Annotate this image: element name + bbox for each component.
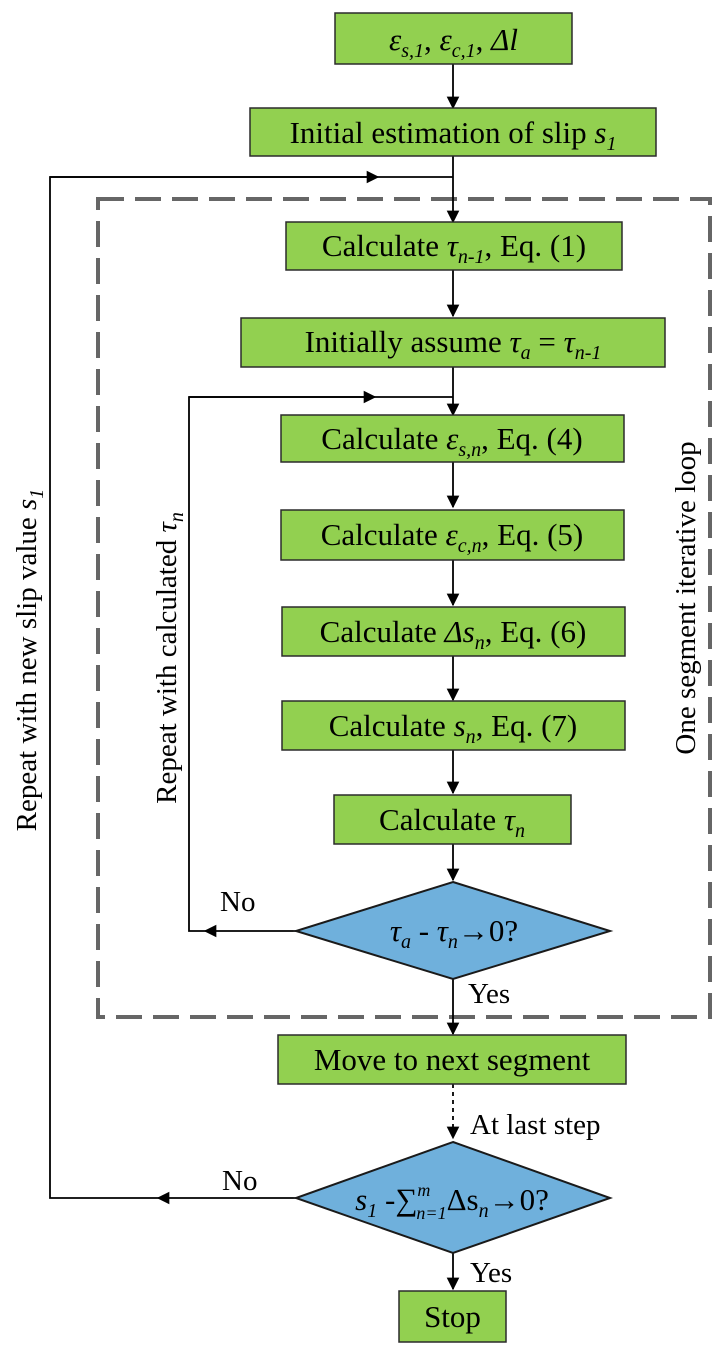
- eps-c1-sub: c,1: [452, 40, 476, 62]
- svg-text:Initial estimation of slip s1: Initial estimation of slip s1: [290, 115, 617, 155]
- calc-tau-prev-post: , Eq. (1): [485, 228, 587, 263]
- inner-loop-var: τ: [151, 521, 183, 533]
- svg-text:Calculate τn: Calculate τn: [379, 802, 525, 842]
- initial-slip-label: Initial estimation of slip: [290, 115, 595, 150]
- svg-text:Calculate εs,n, Eq. (4): Calculate εs,n, Eq. (4): [321, 421, 582, 461]
- calc-eps-s-sub: s,n: [458, 439, 481, 461]
- check-tau-mid: -: [411, 913, 437, 948]
- eps-s1-var: ε: [389, 22, 402, 57]
- check-tau-var1: τ: [390, 913, 403, 948]
- calc-tau-prev-var: τ: [447, 228, 460, 263]
- node-assume-tau: Initially assume τa = τn-1: [240, 317, 666, 368]
- calc-tau-sub: n: [515, 820, 525, 842]
- label-inner-loop: Repeat with calculated τn: [151, 512, 188, 804]
- calc-eps-s-post: , Eq. (4): [481, 421, 583, 456]
- calc-s-post: , Eq. (7): [476, 708, 578, 743]
- outer-loop-text: Repeat with new slip value: [11, 510, 43, 831]
- calc-delta-s-sub: n: [475, 632, 485, 654]
- outer-loop-sub: 1: [26, 489, 48, 499]
- assume-tau-sub1: a: [521, 342, 531, 364]
- node-next-segment: Move to next segment: [277, 1034, 627, 1085]
- label-no-outer: No: [222, 1165, 257, 1197]
- node-calc-delta-s: Calculate Δsn, Eq. (6): [281, 606, 626, 657]
- next-segment-label: Move to next segment: [314, 1042, 591, 1077]
- check-slip-sub2: n: [479, 1200, 489, 1222]
- eps-c1-var: ε: [440, 22, 453, 57]
- calc-delta-s-var: Δs: [442, 614, 474, 649]
- decision-tau-converged: τa - τn→0?: [292, 880, 614, 981]
- assume-tau-eq: =: [531, 324, 564, 359]
- stop-label: Stop: [424, 1299, 481, 1334]
- check-slip-post: →0?: [489, 1182, 549, 1217]
- inner-loop-text: Repeat with calculated: [151, 533, 183, 804]
- node-calc-eps-s: Calculate εs,n, Eq. (4): [280, 414, 625, 463]
- calc-eps-c-post: , Eq. (5): [482, 517, 584, 552]
- calc-tau-var: τ: [504, 802, 517, 837]
- calc-eps-c-pre: Calculate: [321, 517, 446, 552]
- label-yes-inner: Yes: [468, 978, 510, 1010]
- check-tau-sub1: a: [401, 931, 411, 953]
- svg-text:Calculate εc,n, Eq. (5): Calculate εc,n, Eq. (5): [321, 517, 584, 557]
- check-slip-sum: ∑: [395, 1182, 417, 1217]
- label-yes-outer: Yes: [470, 1257, 512, 1289]
- svg-text:Calculate Δsn, Eq. (6): Calculate Δsn, Eq. (6): [320, 614, 587, 654]
- segment-loop-border: [96, 197, 712, 1019]
- check-slip-mid: -: [377, 1182, 395, 1217]
- connectors: [49, 64, 460, 1291]
- initial-slip-var: s: [594, 115, 606, 150]
- node-calc-s: Calculate sn, Eq. (7): [281, 700, 626, 751]
- svg-text:Initially assume τa = τn-1: Initially assume τa = τn-1: [305, 324, 602, 364]
- svg-text:s1 -∑mn=1Δsn→0?: s1 -∑m n=1Δsn→0?: [355, 1180, 549, 1223]
- svg-text:Calculate sn, Eq. (7): Calculate sn, Eq. (7): [329, 708, 577, 748]
- calc-s-sub: n: [466, 726, 476, 748]
- calc-eps-c-sub: c,n: [458, 535, 482, 557]
- delta-l: Δl: [489, 22, 518, 57]
- check-slip-sum-sub: n=1: [416, 1203, 446, 1223]
- node-calc-eps-c: Calculate εc,n, Eq. (5): [280, 509, 625, 561]
- node-calc-tau-prev: Calculate τn-1, Eq. (1): [285, 221, 623, 271]
- check-tau-post: →0?: [458, 913, 518, 948]
- calc-eps-s-var: ε: [446, 421, 459, 456]
- inner-loop-sub: n: [166, 512, 188, 522]
- svg-text:εs,1, εc,1, Δl: εs,1, εc,1, Δl: [389, 22, 518, 62]
- calc-s-pre: Calculate: [329, 708, 454, 743]
- eps-s1-sub: s,1: [401, 40, 424, 62]
- check-slip-sum-sup: m: [417, 1180, 430, 1200]
- label-at-last-step: At last step: [470, 1109, 601, 1141]
- check-slip-delta: Δs: [447, 1182, 479, 1217]
- calc-tau-prev-pre: Calculate: [322, 228, 447, 263]
- assume-tau-pre: Initially assume: [305, 324, 510, 359]
- calc-eps-s-pre: Calculate: [321, 421, 446, 456]
- check-tau-sub2: n: [448, 931, 458, 953]
- assume-tau-var2: τ: [564, 324, 577, 359]
- node-calc-tau: Calculate τn: [333, 794, 572, 845]
- sep-2: ,: [476, 22, 492, 57]
- assume-tau-var1: τ: [510, 324, 523, 359]
- svg-text:Calculate τn-1, Eq. (1): Calculate τn-1, Eq. (1): [322, 228, 586, 268]
- node-inputs: εs,1, εc,1, Δl: [334, 12, 573, 65]
- calc-tau-prev-sub: n-1: [458, 246, 485, 268]
- outer-loop-var: s: [11, 499, 43, 510]
- label-segment-loop: One segment iterative loop: [670, 441, 702, 754]
- node-stop: Stop: [398, 1290, 507, 1343]
- sep-1: ,: [424, 22, 440, 57]
- initial-slip-sub: 1: [606, 133, 616, 155]
- calc-eps-c-var: ε: [446, 517, 459, 552]
- check-slip-sub1: 1: [367, 1200, 377, 1222]
- calc-delta-s-post: , Eq. (6): [485, 614, 587, 649]
- decision-slip-converged: s1 -∑m n=1Δsn→0?: [292, 1140, 614, 1255]
- svg-text:τa - τn→0?: τa - τn→0?: [390, 913, 518, 953]
- node-initial-slip: Initial estimation of slip s1: [249, 107, 657, 157]
- check-tau-var2: τ: [437, 913, 450, 948]
- label-outer-loop: Repeat with new slip value s1: [11, 489, 48, 832]
- label-no-inner: No: [220, 886, 255, 918]
- calc-delta-s-pre: Calculate: [320, 614, 445, 649]
- check-slip-var1: s: [355, 1182, 367, 1217]
- calc-s-var: s: [454, 708, 466, 743]
- calc-tau-pre: Calculate: [379, 802, 504, 837]
- assume-tau-sub2: n-1: [575, 342, 602, 364]
